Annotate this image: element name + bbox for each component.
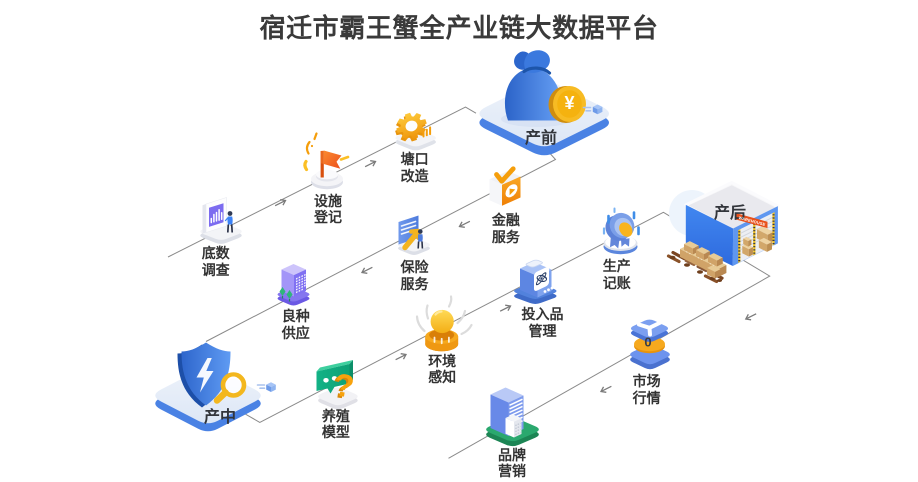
production-bookkeeping-icon [602,207,640,255]
pond-renovation-icon [395,112,436,151]
stage-label-post-production: 产后 [713,204,747,222]
sensor-ball [430,309,454,334]
step-label-brand-marketing: 品牌 营销 [498,446,526,480]
step-label-financial-services: 金融 服务 [491,212,520,245]
brand-small-building [505,414,522,438]
coin-yuan-symbol: ¥ [564,93,575,114]
bust-sparks [602,207,640,236]
page-title: 宿迁市霸王蟹全产业链大数据平台 [259,13,659,43]
yard-crates [666,241,727,284]
environment-sensing-icon [415,295,473,352]
atom-label [534,267,549,291]
facility-registration-icon [303,132,350,190]
rising-arrow [402,230,420,251]
post-production-warehouse [666,181,780,284]
gear-bars [422,126,432,138]
financial-services-icon [489,166,521,206]
speech-card [316,360,353,394]
arrow-4 [359,263,375,276]
step-label-breeding-model: 养殖 模型 [321,407,350,441]
arrow-7 [743,310,759,323]
step-label-market-quotes: 市场 行情 [632,373,661,406]
seed-trees [279,287,293,302]
sensor-rays [415,295,473,336]
magnifier-icon [213,372,247,404]
flag [323,150,342,169]
arrow-6 [498,302,513,315]
step-label-environment-sensing: 环境 感知 [428,352,457,386]
pipe-symbol [637,320,663,337]
market-quotes-icon [630,319,670,370]
step-label-insurance-services: 保险 服务 [400,259,429,292]
pre-cube-dashes [582,106,592,112]
step-label-baseline-survey: 底数 调查 [201,245,230,278]
flag-sparks [303,132,350,172]
mid-cube-dashes [256,384,266,389]
mid-production-platform [155,342,276,432]
insurance-services-icon [398,215,430,255]
baseline-survey-icon [200,197,242,244]
canister [520,259,554,298]
arrow-5 [393,351,409,364]
input-management-icon [514,259,557,304]
money-bag-icon [504,50,586,123]
warehouse-banner [735,212,768,229]
step-label-seed-supply: 良种 供应 [281,308,310,341]
seed-supply-icon [277,264,310,306]
checkmark [494,166,516,184]
stage-label-pre-production: 产前 [524,130,558,147]
pre-production-platform [479,50,609,156]
step-label-input-management: 投入品 管理 [521,306,564,339]
mid-cube-decor [266,382,276,392]
arrow-3 [457,217,472,230]
hazard-stripes [738,212,775,263]
connector-row1 [167,106,477,258]
shield-icon [177,342,231,408]
insurance-person [417,229,424,249]
stage-label-mid-production: 产中 [203,408,237,426]
arrow-8 [598,382,614,395]
arrow-2 [363,158,378,171]
award-rosette [605,212,635,249]
seed-building [281,264,306,297]
market-zero-badge: 0 [644,334,652,349]
step-label-pond-renovation: 塘口 改造 [400,151,429,184]
gear [395,112,427,142]
door-crates [742,226,774,257]
presenter-person [224,211,234,233]
brand-marketing-icon [486,387,539,447]
step-label-facility-registration: 设施 登记 [314,192,342,226]
breeding-model-icon [316,360,358,410]
step-label-production-bookkeeping: 生产 记账 [602,258,631,291]
